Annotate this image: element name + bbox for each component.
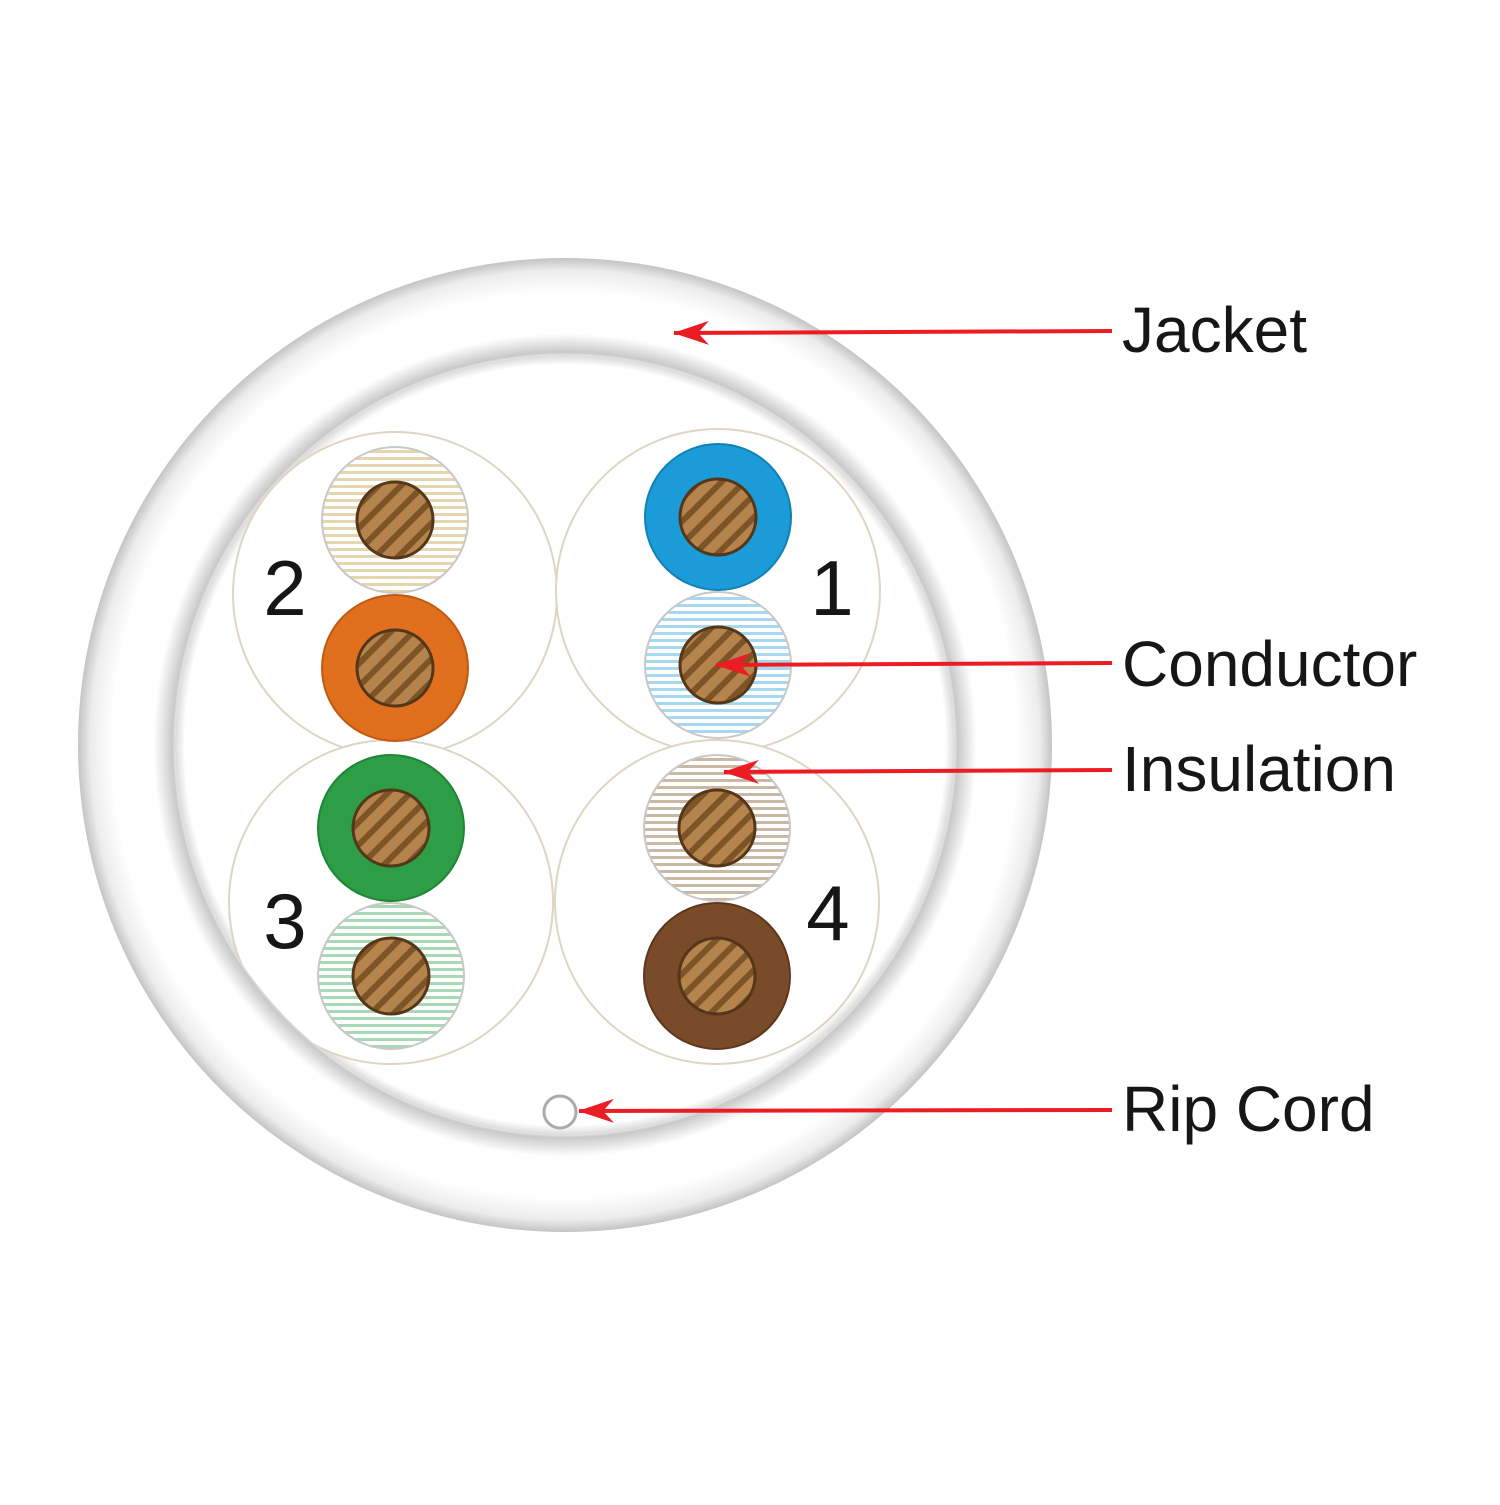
wire-white-green: [317, 902, 465, 1050]
callout-lines: [578, 320, 1113, 1123]
conductor-copper: [677, 788, 757, 868]
pair-3-number: 3: [263, 877, 306, 965]
conductor-callout-line: [715, 652, 1113, 677]
pair-1-number: 1: [810, 544, 853, 632]
jacket-label: Jacket: [1122, 294, 1307, 366]
conductor-copper: [355, 628, 435, 708]
wire-blue: [644, 443, 792, 591]
conductor-copper: [678, 477, 758, 557]
wire-orange: [321, 594, 469, 742]
pair-circles: [228, 428, 881, 1065]
conductor-label: Conductor: [1122, 628, 1417, 700]
jacket-callout-line: [673, 320, 1113, 345]
wire-brown: [643, 902, 791, 1050]
conductor-copper: [355, 480, 435, 560]
pair-4-number: 4: [806, 869, 849, 957]
insulation-label: Insulation: [1122, 733, 1396, 805]
wire-white-brown: [643, 754, 791, 902]
conductor-copper: [351, 936, 431, 1016]
wire-green: [317, 754, 465, 902]
wire-white-orange: [321, 446, 469, 594]
pair-2-number: 2: [263, 544, 306, 632]
rip-cord: [542, 1094, 578, 1130]
rip-cord-label: Rip Cord: [1122, 1073, 1375, 1145]
rip-cord-callout-line: [578, 1098, 1113, 1123]
conductor-copper: [677, 936, 757, 1016]
conductor-copper: [351, 788, 431, 868]
insulation-callout-line: [723, 759, 1113, 784]
